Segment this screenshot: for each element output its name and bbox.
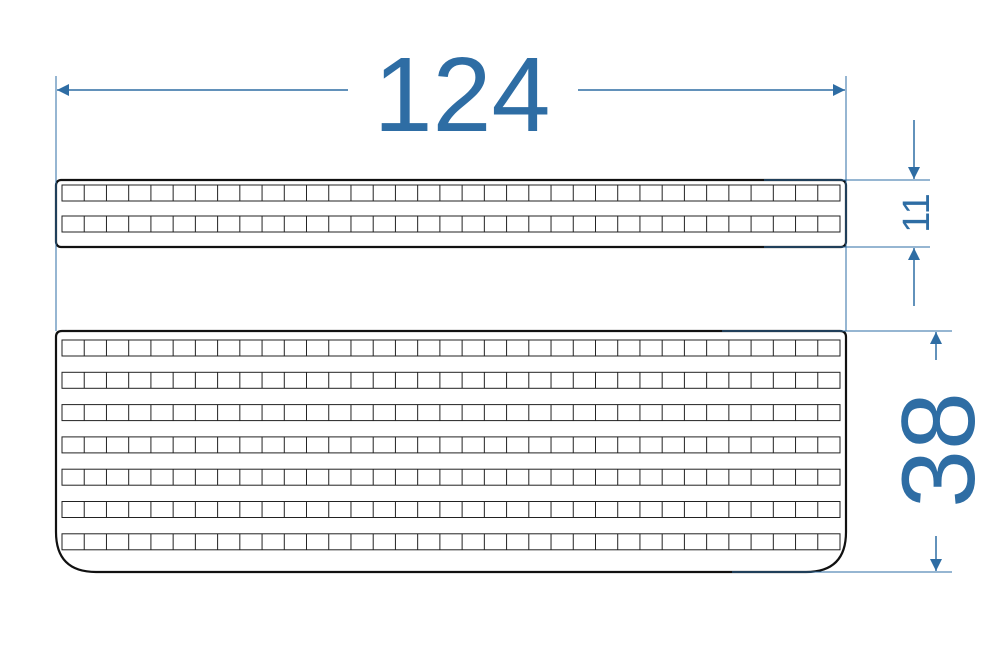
grid-row [61,501,841,518]
bottom-height-dimension: 38 [722,330,997,573]
grid-row-outline [61,371,841,389]
grid-row [61,404,841,422]
top-panel-outline [54,178,848,249]
grid-row [61,468,841,486]
width-dimension: 124 [55,36,847,331]
bottom-panel-grid [61,339,841,551]
grid-row-outline [61,533,841,551]
grid-row [61,436,841,454]
bottom-panel [54,329,848,574]
grid-row-outline [61,436,841,454]
grid-row [61,339,841,357]
bottom-panel-outline [54,329,848,574]
top-panel-grid [61,184,841,233]
grid-row [61,371,841,389]
grid-row-outline [61,215,841,233]
top-panel [54,178,848,249]
top-height-label: 11 [896,193,938,232]
grid-row-outline [61,501,841,518]
grid-row-outline [61,184,841,202]
grid-row-outline [61,339,841,357]
grid-row [61,184,841,202]
grid-row [61,533,841,551]
top-height-dimension: 11 [764,120,938,306]
grid-row [61,215,841,233]
grid-row-outline [61,404,841,422]
grid-row-outline [61,468,841,486]
bottom-height-label: 38 [881,392,997,508]
width-label: 124 [374,36,551,154]
